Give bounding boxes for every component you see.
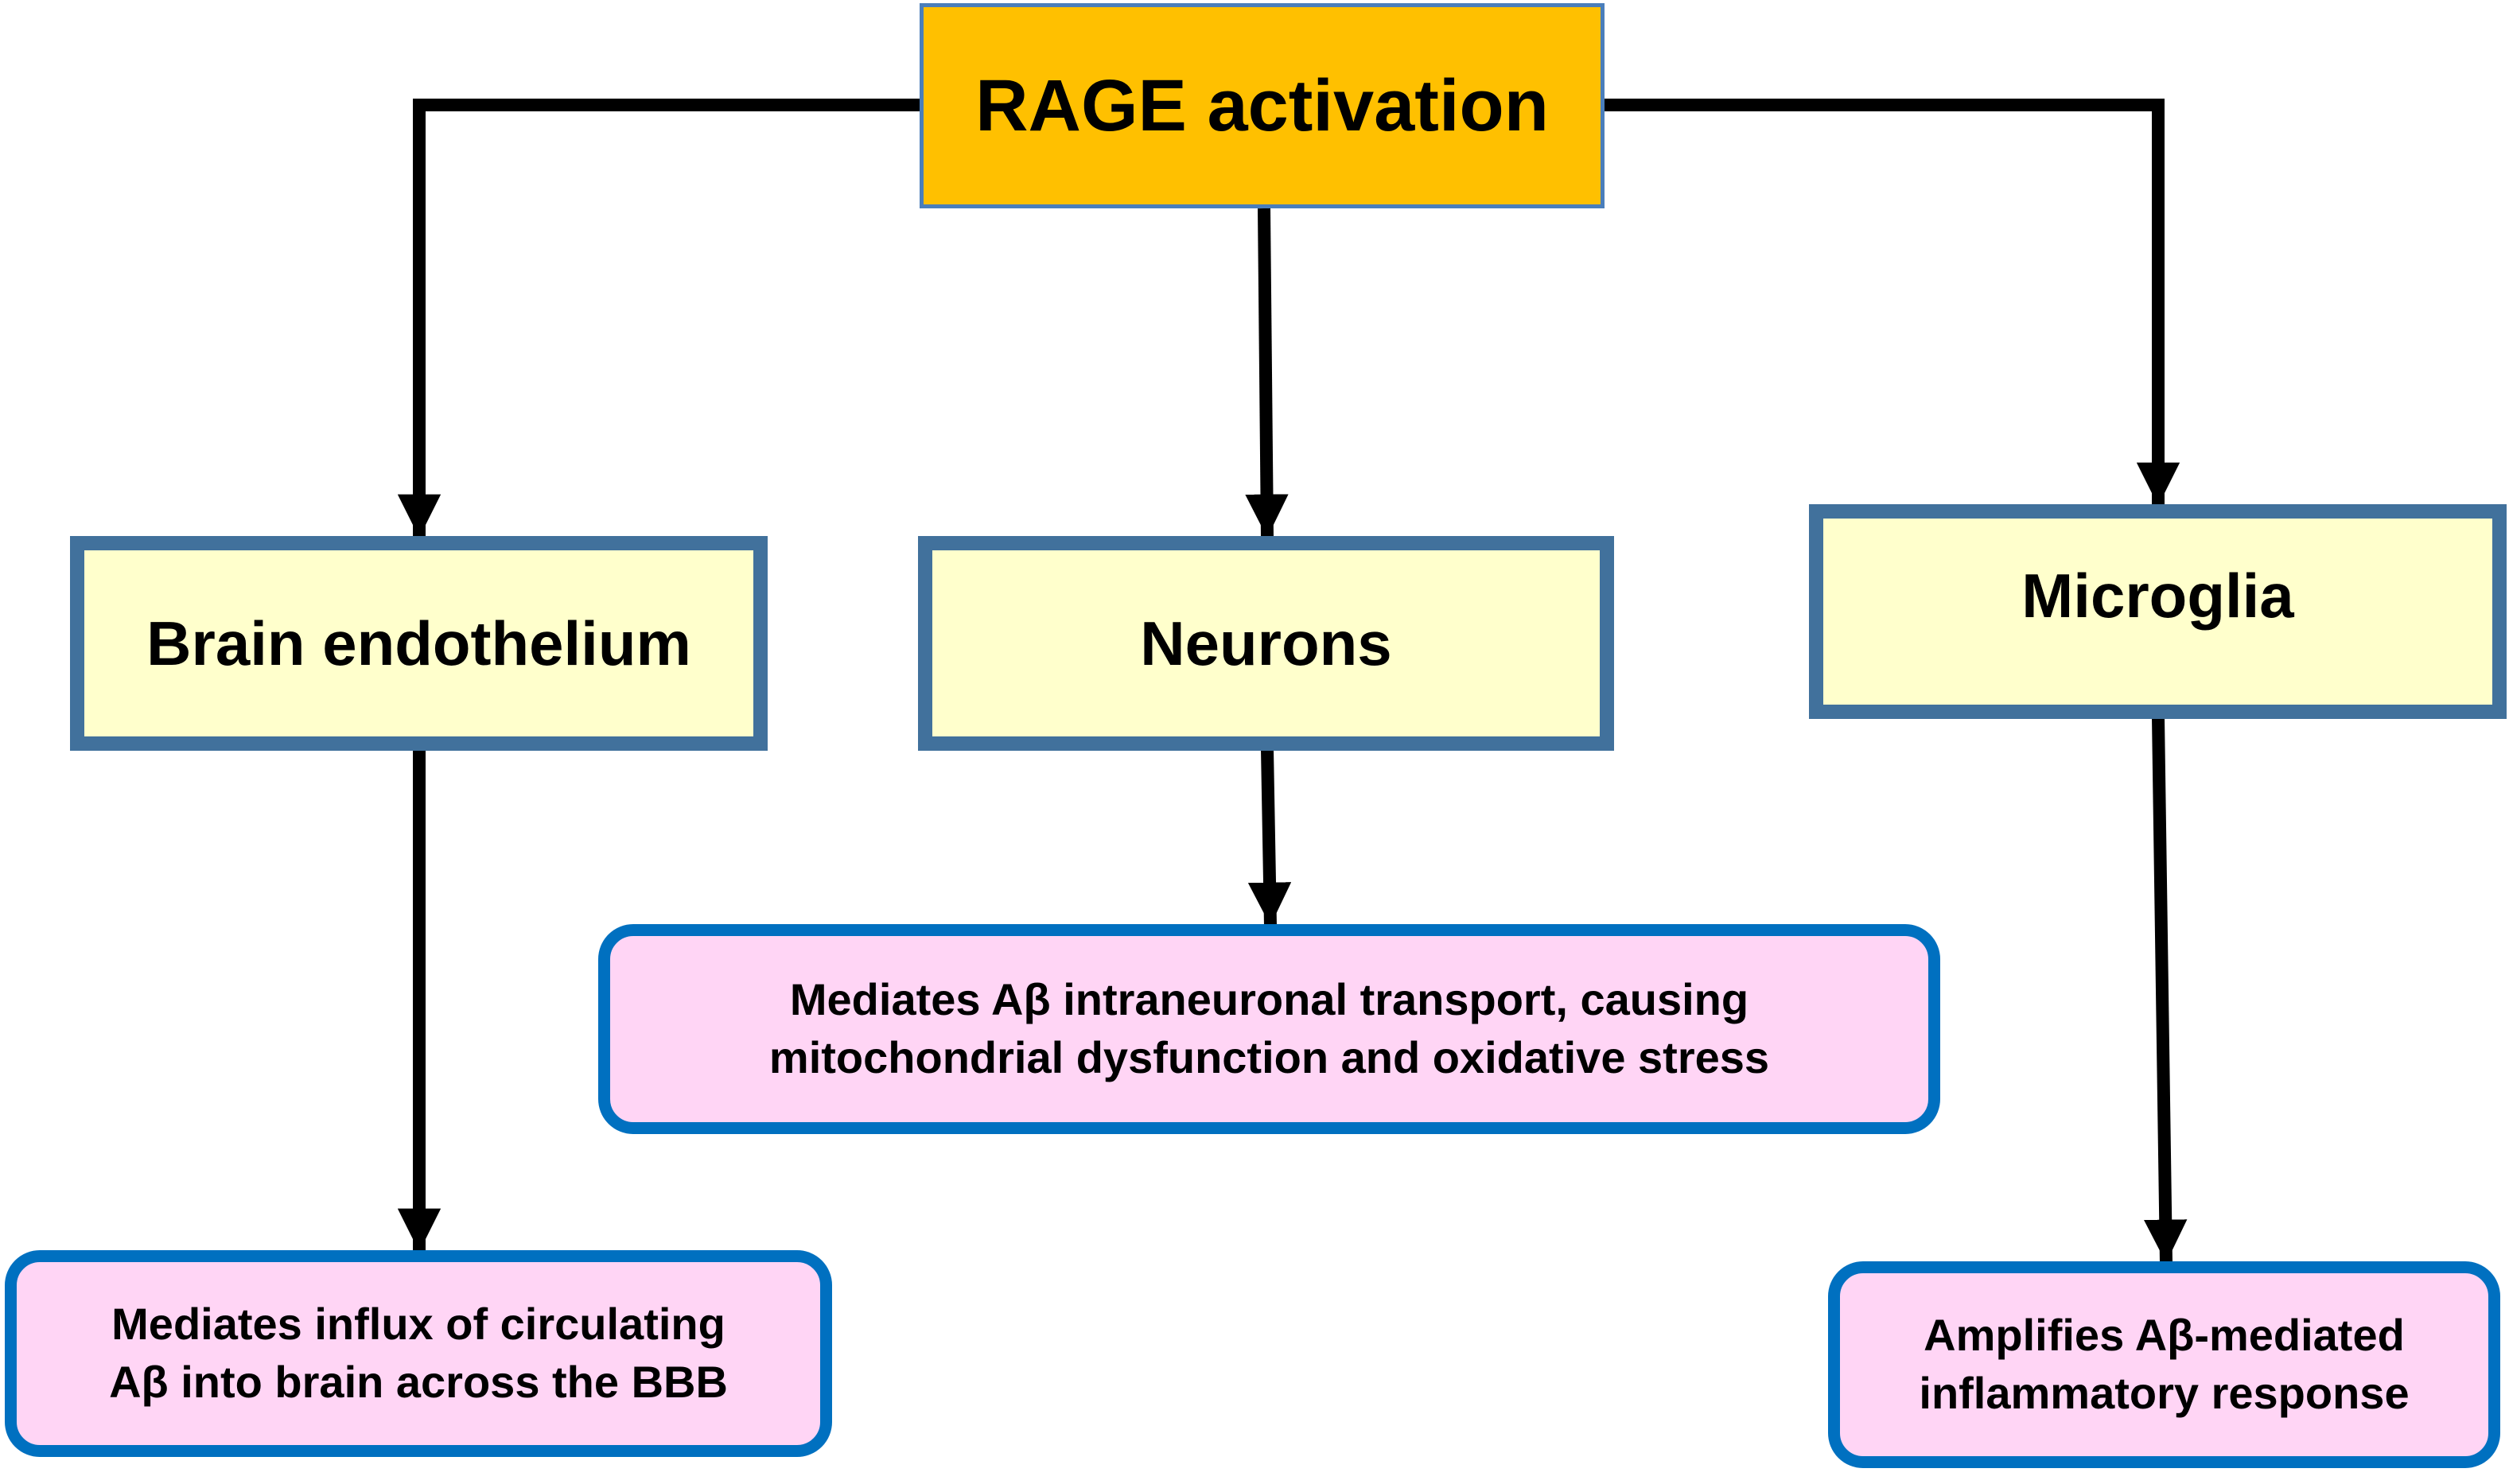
edge-rage-to-neurons [1245,208,1289,538]
brain-endothelium-label: Brain endothelium [146,608,691,678]
neurons-label: Neurons [1140,608,1392,678]
brain-effect-line-2: Aβ into brain across the BBB [109,1357,728,1407]
neuron-effect-line-1: Mediates Aβ intraneuronal transport, cau… [789,974,1749,1025]
microglia-effect-line-2: inflammatory response [1919,1368,2410,1418]
brain-effect-line-1: Mediates influx of circulating [111,1299,725,1350]
rage-activation-box: RAGE activation [920,3,1605,208]
microglia-label: Microglia [2021,560,2294,631]
brain-endothelium-box: Brain endothelium [70,536,768,751]
neuron-effect-box: Mediates Aβ intraneuronal transport, cau… [598,924,1940,1134]
rage-activation-label: RAGE activation [975,64,1549,146]
edge-rage-to-brain-endothelium [397,99,923,538]
neurons-box: Neurons [918,536,1614,751]
edge-neurons-to-effect [1247,748,1292,927]
neuron-effect-line-2: mitochondrial dysfunction and oxidative … [768,1032,1770,1082]
microglia-effect-box: Amplifies Aβ-mediated inflammatory respo… [1828,1261,2500,1468]
microglia-box: Microglia [1809,504,2507,719]
edge-microglia-to-effect [2144,717,2188,1264]
microglia-effect-line-1: Amplifies Aβ-mediated [1924,1310,2405,1361]
edge-rage-to-microglia [1601,99,2180,506]
brain-endothelium-effect-box: Mediates influx of circulating Aβ into b… [5,1250,832,1457]
